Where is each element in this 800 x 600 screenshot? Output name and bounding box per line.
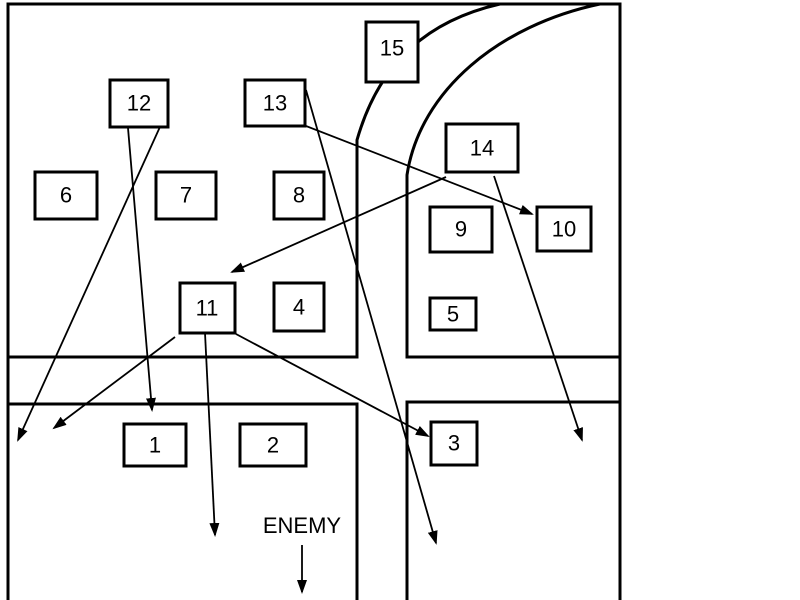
outer-frame (6, 2, 622, 600)
unit-label: 1 (149, 433, 161, 458)
unit-label: 8 (293, 183, 305, 208)
unit-label: 6 (60, 183, 72, 208)
unit-box-5: 5 (428, 296, 478, 332)
arrow-13-to-bottom-road (305, 89, 438, 545)
unit-box-9: 9 (428, 205, 494, 254)
arrow-13-to-10 (305, 125, 534, 215)
arrow-11-to-south (204, 332, 220, 537)
unit-box-1: 1 (122, 422, 188, 468)
unit-box-4: 4 (272, 281, 326, 333)
arrow-11-to-3 (235, 333, 430, 437)
unit-label: 3 (448, 431, 460, 456)
arrow-14-to-11 (230, 176, 447, 273)
arrow-12-to-1 (127, 127, 156, 412)
arrow-12-to-bottom-left (17, 117, 165, 442)
unit-label: 14 (470, 136, 494, 161)
movement-arrows (17, 89, 583, 594)
block-bottom-left-edge (8, 402, 359, 600)
unit-label: 10 (552, 217, 576, 242)
unit-box-13: 13 (243, 78, 307, 128)
unit-box-6: 6 (33, 170, 99, 221)
arrow-14-to-bottom-right (493, 175, 583, 442)
unit-box-14: 14 (444, 122, 520, 174)
block-bottom-right-edge (405, 400, 620, 600)
unit-label: 4 (293, 295, 305, 320)
unit-label: 12 (127, 91, 151, 116)
unit-label: 7 (180, 183, 192, 208)
unit-box-12: 12 (108, 78, 170, 129)
unit-label: 11 (196, 296, 219, 321)
unit-box-10: 10 (535, 205, 593, 253)
unit-boxes: 15 12 13 14 6 7 8 9 (33, 20, 593, 468)
unit-box-8: 8 (272, 170, 326, 221)
unit-label: 15 (380, 36, 404, 61)
unit-label: 2 (267, 433, 279, 458)
unit-box-7: 7 (154, 170, 218, 221)
unit-label: 9 (455, 217, 467, 242)
unit-box-11: 11 (178, 281, 237, 335)
unit-box-3: 3 (429, 420, 479, 467)
unit-label: 13 (263, 91, 287, 116)
unit-label: 5 (447, 302, 459, 327)
arrow-11-to-left (52, 336, 176, 430)
unit-box-15: 15 (364, 20, 420, 84)
unit-box-2: 2 (238, 422, 308, 468)
enemy-label: ENEMY (263, 513, 342, 538)
